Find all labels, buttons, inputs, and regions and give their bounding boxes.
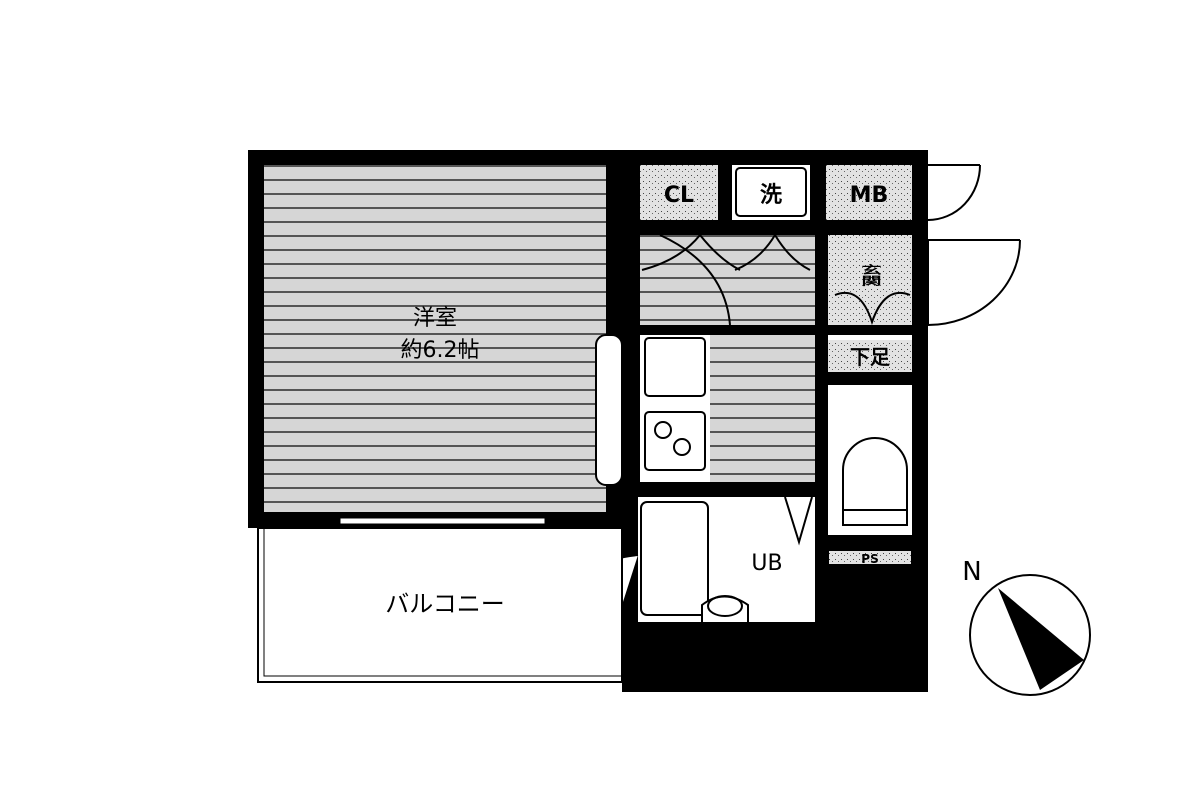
north-arrow-icon — [998, 588, 1084, 690]
closet-label: CL — [664, 183, 694, 208]
western-room-size: 約6.2帖 — [401, 338, 480, 363]
meter-box-label: MB — [850, 183, 889, 208]
entrance-label-1: 玄関 — [858, 263, 882, 286]
pipe-space — [829, 551, 911, 564]
western-room-floor — [264, 165, 606, 512]
compass: N — [962, 557, 1091, 696]
entrance-door — [927, 239, 1021, 326]
toilet-icon — [842, 437, 908, 526]
shoe-storage-label: 下足 — [850, 345, 891, 369]
walls — [248, 150, 928, 692]
window — [339, 517, 546, 525]
closet-doors — [641, 234, 811, 271]
balcony — [257, 527, 623, 683]
western-room-label: 洋室 — [413, 306, 457, 331]
burner-icon — [673, 438, 691, 456]
balcony-label: バルコニー — [385, 590, 505, 618]
compass-north-label: N — [962, 557, 981, 587]
unit-bath-label: UB — [751, 551, 782, 576]
washer-space — [735, 167, 807, 217]
closet — [640, 165, 718, 220]
shoe-storage — [828, 340, 912, 372]
stove — [644, 411, 706, 471]
pipe-space-label: PS — [861, 552, 878, 566]
hallway — [710, 335, 815, 482]
washer-label: 洗 — [760, 183, 782, 208]
sink — [644, 337, 706, 397]
bathtub — [640, 501, 709, 616]
western-room-door — [595, 334, 623, 486]
burner-icon — [654, 421, 672, 439]
mb-door — [927, 164, 981, 221]
entrance — [828, 235, 912, 325]
meter-box — [826, 165, 912, 220]
